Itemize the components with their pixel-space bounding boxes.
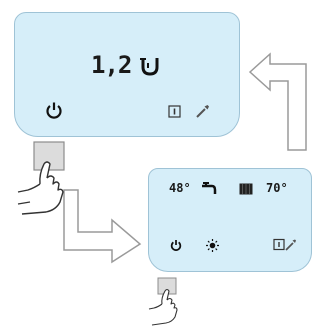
detail-display-panel: 48° 70° [148, 168, 312, 272]
arrow-up-left-icon [248, 52, 314, 152]
tap-icon [201, 182, 217, 196]
power-icon[interactable] [45, 101, 63, 119]
pressure-readout: 1,2 [91, 51, 131, 79]
finger-press-icon [148, 276, 184, 330]
heating-temperature: 70° [266, 181, 288, 195]
info-wrench-icon[interactable] [273, 238, 297, 251]
arrow-down-right-icon [62, 188, 142, 264]
wrench-icon[interactable] [195, 103, 211, 119]
dhw-temperature: 48° [169, 181, 191, 195]
finger-press-icon [14, 138, 70, 218]
radiator-icon [239, 183, 253, 195]
power-icon[interactable] [170, 239, 182, 251]
sun-icon [206, 239, 219, 252]
main-display-panel: 1,2 [14, 12, 240, 137]
siphon-u-icon [139, 55, 161, 77]
info-book-icon[interactable] [168, 105, 181, 118]
